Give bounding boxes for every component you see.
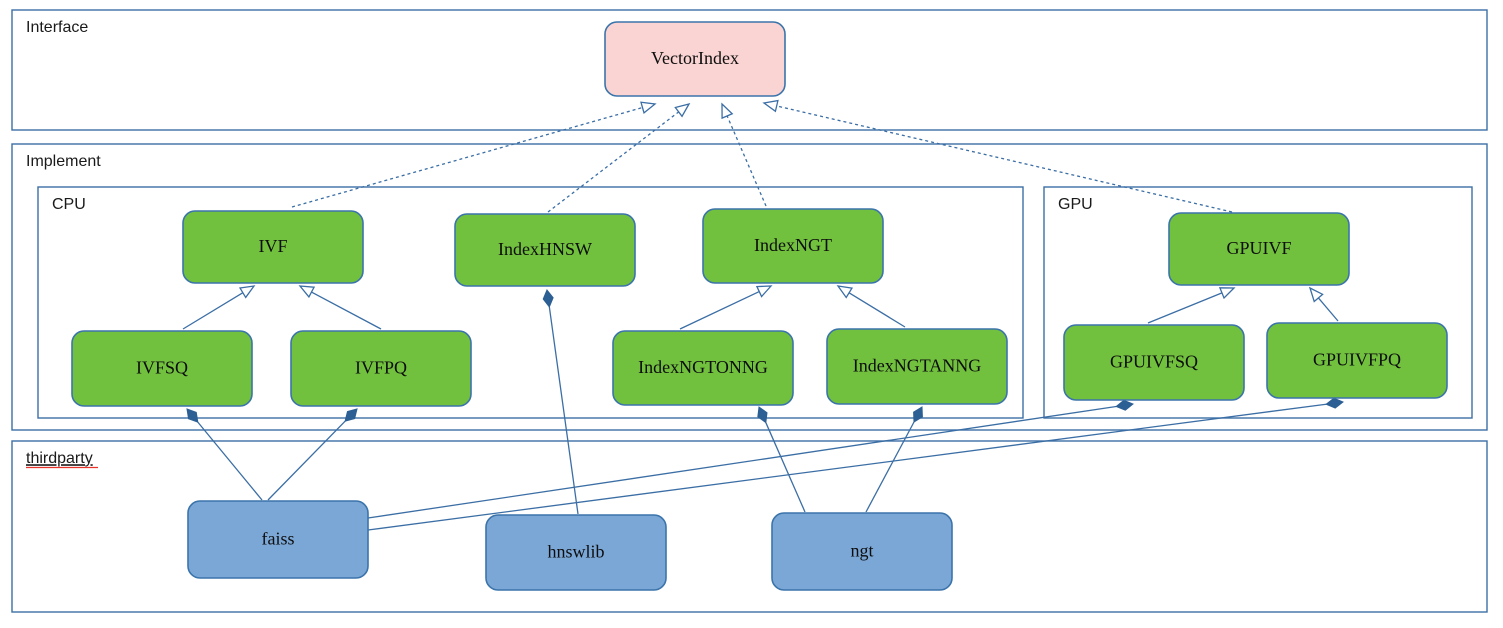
container-label-cpu: CPU [52, 196, 86, 213]
edge-line-e-ivf-vectorindex [291, 106, 643, 208]
edge-line-e-indexngtonng-indexngt [679, 290, 760, 330]
node-hnswlib[interactable]: hnswlib [485, 514, 667, 591]
edge-line-e-gpuivfpq-gpuivf [1317, 297, 1339, 322]
node-label-ivfsq: IVFSQ [136, 358, 188, 378]
edge-e-faiss-ivfpq [267, 408, 358, 501]
node-box-gpuivf[interactable] [1168, 212, 1350, 286]
node-label-gpuivf: GPUIVF [1226, 238, 1291, 258]
node-box-indexngt[interactable] [702, 208, 884, 284]
edge-line-e-faiss-gpuivfpq [367, 403, 1327, 531]
node-indexhnsw[interactable]: IndexHNSW [454, 213, 636, 287]
generalization-arrowhead-icon [836, 285, 854, 299]
edge-e-indexhnsw-vectorindex [547, 102, 691, 213]
edge-e-faiss-gpuivfpq [367, 397, 1344, 531]
node-indexngtanng[interactable]: IndexNGTANNG [826, 328, 1008, 405]
edge-e-ngt-indexngtonng [757, 406, 806, 513]
node-ivfpq[interactable]: IVFPQ [290, 330, 472, 407]
generalization-arrowhead-icon [755, 285, 773, 298]
node-box-indexhnsw[interactable] [454, 213, 636, 287]
node-faiss[interactable]: faiss [187, 500, 369, 579]
edge-e-gpuivf-vectorindex [762, 99, 1233, 213]
edge-e-gpuivfpq-gpuivf [1308, 286, 1339, 322]
edge-line-e-faiss-ivfpq [267, 420, 346, 501]
node-vectorindex[interactable]: VectorIndex [604, 21, 786, 97]
node-box-gpuivfpq[interactable] [1266, 322, 1448, 399]
generalization-arrowhead-icon [640, 101, 657, 114]
composition-diamond-icon [757, 406, 768, 424]
edge-line-e-ivfpq-ivf [311, 291, 382, 330]
composition-diamond-icon [1115, 399, 1134, 411]
edge-line-e-ngt-indexngtonng [765, 422, 806, 513]
container-label-interface: Interface [26, 19, 88, 36]
edge-e-indexngtanng-indexngt [836, 285, 906, 328]
node-indexngt[interactable]: IndexNGT [702, 208, 884, 284]
generalization-arrowhead-icon [1308, 286, 1324, 303]
node-box-ngt[interactable] [771, 512, 953, 591]
node-label-ivfpq: IVFPQ [355, 358, 407, 378]
node-label-indexngt: IndexNGT [754, 235, 832, 255]
node-box-hnswlib[interactable] [485, 514, 667, 591]
edge-e-ivfpq-ivf [298, 285, 382, 330]
node-label-indexhnsw: IndexHNSW [498, 239, 592, 259]
edge-e-indexngtonng-indexngt [679, 285, 773, 330]
edge-line-e-ngt-indexngtanng [865, 421, 915, 513]
container-label-gpu: GPU [1058, 196, 1093, 213]
node-box-ivfpq[interactable] [290, 330, 472, 407]
node-label-gpuivfpq: GPUIVFPQ [1313, 350, 1401, 370]
edge-e-gpuivfsq-gpuivf [1147, 287, 1236, 324]
node-box-vectorindex[interactable] [604, 21, 786, 97]
node-label-ngt: ngt [850, 541, 873, 561]
generalization-arrowhead-icon [298, 285, 316, 299]
node-indexngtonng[interactable]: IndexNGTONNG [612, 330, 794, 406]
edge-line-e-faiss-gpuivfsq [367, 405, 1117, 519]
generalization-arrowhead-icon [721, 102, 734, 120]
edge-line-e-hnswlib-indexhnsw [548, 306, 579, 515]
node-label-ivf: IVF [258, 236, 287, 256]
node-box-faiss[interactable] [187, 500, 369, 579]
edge-line-e-gpuivfsq-gpuivf [1147, 292, 1223, 324]
node-box-gpuivfsq[interactable] [1063, 324, 1245, 401]
edge-e-faiss-ivfsq [186, 408, 263, 501]
edge-line-e-faiss-ivfsq [197, 421, 263, 501]
composition-diamond-icon [344, 408, 358, 422]
container-label-implement: Implement [26, 153, 101, 170]
composition-diamond-icon [542, 289, 554, 308]
composition-diamond-icon [913, 406, 923, 423]
generalization-arrowhead-icon [674, 102, 691, 118]
composition-diamond-icon [1325, 397, 1344, 409]
edge-line-e-ivfsq-ivf [182, 292, 244, 330]
composition-diamond-icon [186, 408, 199, 423]
edge-layer [182, 99, 1344, 531]
node-box-indexngtonng[interactable] [612, 330, 794, 406]
edge-e-indexngt-vectorindex [721, 102, 767, 207]
edge-line-e-indexngt-vectorindex [726, 115, 767, 207]
edge-e-faiss-gpuivfsq [367, 399, 1134, 519]
node-gpuivfpq[interactable]: GPUIVFPQ [1266, 322, 1448, 399]
edge-e-hnswlib-indexhnsw [542, 289, 579, 515]
node-gpuivfsq[interactable]: GPUIVFSQ [1063, 324, 1245, 401]
node-label-faiss: faiss [262, 529, 295, 549]
node-label-gpuivfsq: GPUIVFSQ [1110, 352, 1198, 372]
generalization-arrowhead-icon [238, 285, 256, 299]
node-box-indexngtanng[interactable] [826, 328, 1008, 405]
node-label-indexngtanng: IndexNGTANNG [853, 356, 982, 376]
node-ivfsq[interactable]: IVFSQ [71, 330, 253, 407]
node-box-ivfsq[interactable] [71, 330, 253, 407]
node-label-indexngtonng: IndexNGTONNG [638, 357, 768, 377]
edge-line-e-indexngtanng-indexngt [848, 292, 906, 328]
edge-e-ivf-vectorindex [291, 101, 657, 208]
edge-e-ivfsq-ivf [182, 285, 256, 330]
node-label-hnswlib: hnswlib [547, 542, 604, 562]
node-gpuivf[interactable]: GPUIVF [1168, 212, 1350, 286]
generalization-arrowhead-icon [762, 99, 779, 113]
node-label-vectorindex: VectorIndex [651, 48, 739, 68]
container-label-thirdparty: thirdparty [26, 450, 93, 467]
node-box-ivf[interactable] [182, 210, 364, 284]
generalization-arrowhead-icon [1218, 287, 1236, 300]
node-ngt[interactable]: ngt [771, 512, 953, 591]
node-ivf[interactable]: IVF [182, 210, 364, 284]
edge-e-ngt-indexngtanng [865, 406, 923, 513]
